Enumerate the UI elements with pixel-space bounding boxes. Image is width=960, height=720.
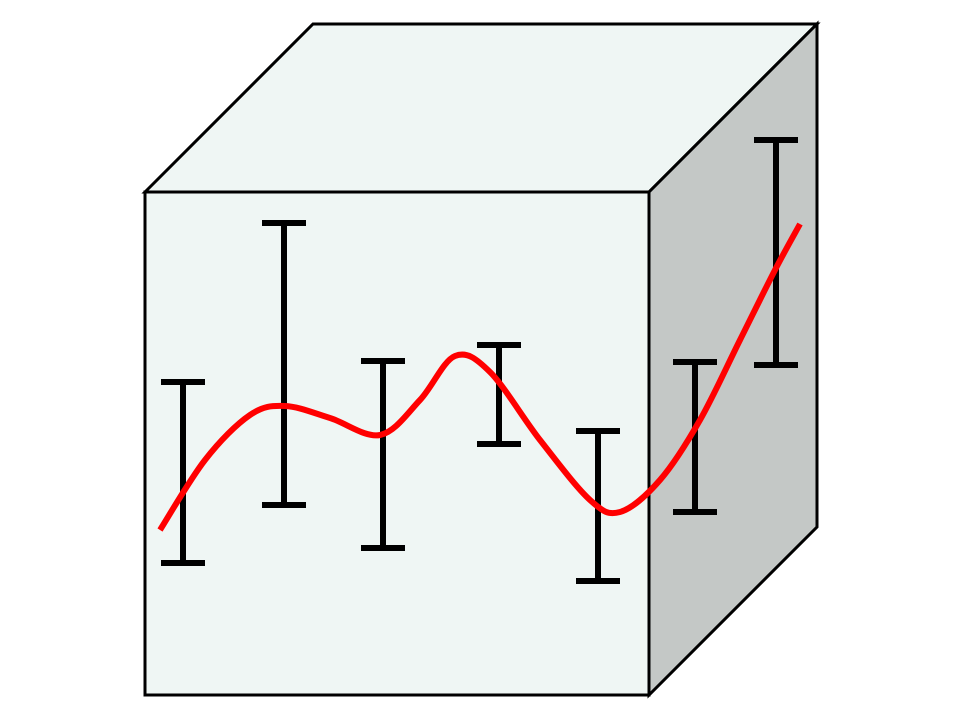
error-bar (754, 137, 798, 368)
error-bars (161, 137, 798, 584)
error-bar (673, 359, 717, 515)
error-bar (477, 342, 521, 447)
fitted-curve (157, 222, 803, 532)
error-bar (262, 220, 306, 508)
error-bar (361, 358, 405, 551)
error-bar (161, 379, 205, 566)
cube-front-face (143, 190, 651, 697)
